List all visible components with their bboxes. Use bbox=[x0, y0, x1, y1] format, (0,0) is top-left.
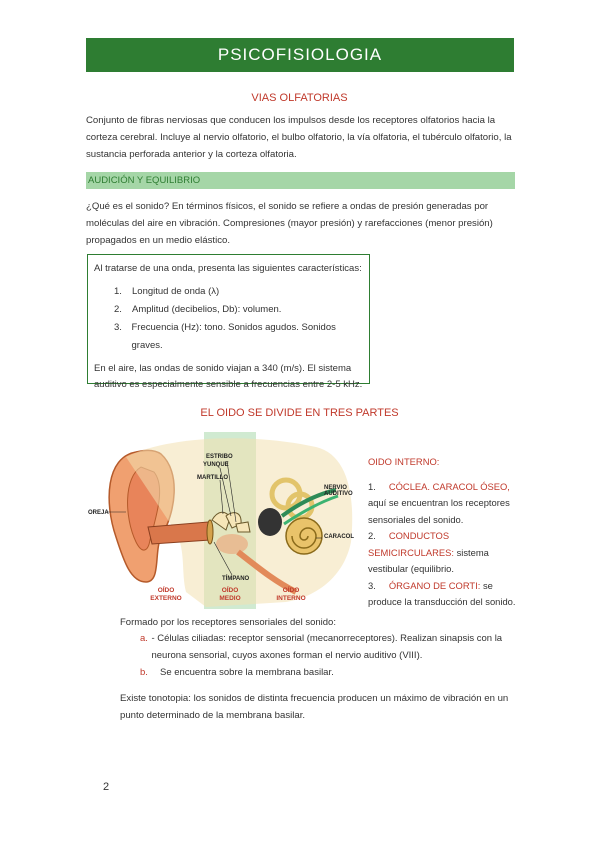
ear-section-title: EL OIDO SE DIVIDE EN TRES PARTES bbox=[200, 407, 399, 419]
wave-characteristics-box: Al tratarse de una onda, presenta las si… bbox=[87, 254, 370, 390]
hearing-heading: AUDICIÓN Y EQUILIBRIO bbox=[86, 172, 515, 189]
list-item: a.- Células ciliadas: receptor sensorial… bbox=[140, 630, 510, 664]
oido-interno-label-2: INTERNO bbox=[276, 595, 305, 602]
oido-medio-label-1: OÍDO bbox=[222, 585, 239, 594]
oido-medio-label-2: MEDIO bbox=[219, 595, 240, 602]
inner-ear-title: OIDO INTERNO: bbox=[368, 456, 440, 467]
page-title: PSICOFISIOLOGIA bbox=[217, 45, 383, 64]
inner-ear-point-2: 2. CONDUCTOS SEMICIRCULARES: sistema ves… bbox=[368, 528, 518, 578]
martillo-label: MARTILLO bbox=[197, 475, 228, 481]
box-intro: Al tratarse de una onda, presenta las si… bbox=[94, 263, 362, 274]
list-item: 3. Frecuencia (Hz): tono. Sonidos agudos.… bbox=[94, 319, 363, 355]
item-letter: b. bbox=[140, 667, 148, 678]
item-text: Frecuencia (Hz): tono. Sonidos agudos. S… bbox=[131, 322, 336, 351]
yunque-label: YUNQUE bbox=[203, 462, 229, 468]
ear-diagram: ESTRIBO YUNQUE MARTILLO NERVIO AUDITIVO … bbox=[86, 432, 361, 609]
item-text: Se encuentra sobre la membrana basilar. bbox=[160, 667, 334, 678]
point-term: CÓCLEA. CARACOL ÓSEO, bbox=[388, 480, 510, 492]
list-item: 2. Amplitud (decibelios, Db): volumen. bbox=[94, 301, 363, 319]
characteristics-list: 1. Longitud de onda (λ) 2. Amplitud (decib… bbox=[94, 283, 363, 355]
list-item: 1. Longitud de onda (λ) bbox=[94, 283, 363, 301]
caracol-label: CARACOL bbox=[324, 534, 354, 540]
list-item: b. Se encuentra sobre la membrana basilar… bbox=[140, 664, 510, 681]
item-text: Amplitud (decibelios, Db): volumen. bbox=[132, 304, 282, 315]
inner-ear-column: OIDO INTERNO: 1. CÓCLEA. CARACOL ÓSEO, a… bbox=[368, 454, 518, 611]
point-number: 3. bbox=[368, 579, 376, 591]
oreja-label: OREJA bbox=[88, 510, 109, 516]
page-number: 2 bbox=[103, 781, 110, 793]
point-number: 1. bbox=[368, 480, 376, 492]
point-term: ÓRGANO DE CORTI: bbox=[388, 579, 481, 591]
hearing-text: ¿Qué es el sonido? En términos físicos, … bbox=[86, 201, 493, 246]
oido-interno-label-1: OÍDO bbox=[283, 585, 300, 594]
item-text: Longitud de onda (λ) bbox=[132, 286, 220, 297]
point-text: sistema vestibular (equilibrio. bbox=[368, 546, 489, 575]
oido-externo-label-1: OÍDO bbox=[158, 585, 175, 594]
timpano-label: TÍMPANO bbox=[222, 574, 250, 582]
item-number: 1. bbox=[114, 286, 122, 297]
inner-ear-point-3: 3. ÓRGANO DE CORTI: se produce la transd… bbox=[368, 578, 518, 611]
box-outro: En el aire, las ondas de sonido viajan a… bbox=[94, 363, 363, 390]
point-term: CONDUCTOS SEMICIRCULARES: bbox=[368, 530, 454, 558]
item-number: 2. bbox=[114, 304, 122, 315]
formed-text: Formado por los receptores sensoriales d… bbox=[120, 617, 336, 628]
estribo-label: ESTRIBO bbox=[206, 454, 233, 460]
item-text: - Células ciliadas: receptor sensorial (… bbox=[151, 633, 503, 661]
point-text: se produce la transducción del sonido. bbox=[368, 579, 516, 608]
nervio-label-2: AUDITIVO bbox=[324, 491, 353, 497]
receptor-list: a.- Células ciliadas: receptor sensorial… bbox=[140, 630, 510, 681]
nervio-label-1: NERVIO bbox=[324, 485, 347, 491]
tonotopy-text: Existe tonotopia: los sonidos de distint… bbox=[120, 693, 509, 721]
point-number: 2. bbox=[368, 530, 376, 541]
olfactory-text: Conjunto de fibras nerviosas que conduce… bbox=[86, 115, 512, 160]
oido-externo-label-2: EXTERNO bbox=[150, 595, 181, 602]
olfactory-title: VIAS OLFATORIAS bbox=[251, 92, 348, 104]
item-number: 3. bbox=[114, 322, 122, 333]
point-text: aquí se encuentran los receptores sensor… bbox=[368, 497, 510, 525]
page-header: PSICOFISIOLOGIA bbox=[86, 38, 514, 72]
item-letter: a. bbox=[140, 633, 148, 644]
inner-ear-point-1: 1. CÓCLEA. CARACOL ÓSEO, aquí se encuent… bbox=[368, 479, 518, 529]
ear-illustration: ESTRIBO YUNQUE MARTILLO NERVIO AUDITIVO … bbox=[88, 432, 354, 609]
